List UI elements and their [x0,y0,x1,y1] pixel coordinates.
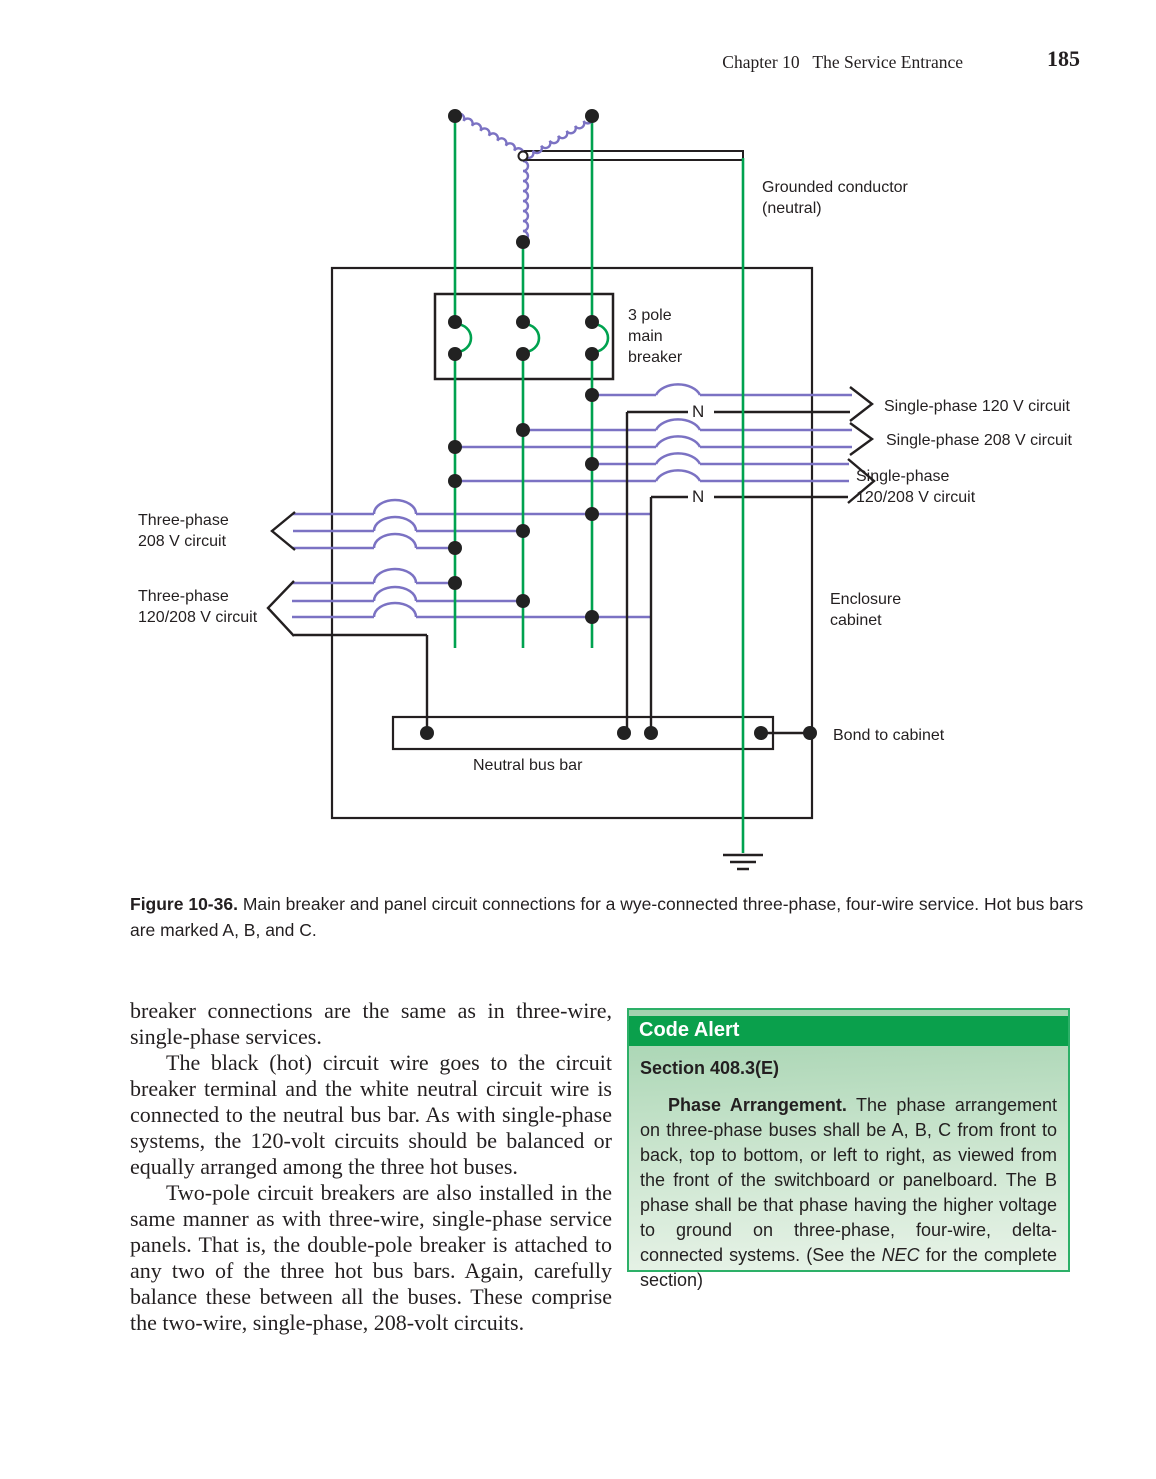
neutral-bus-bar [391,715,775,751]
label-single-phase-120-208: Single-phase 120/208 V circuit [856,468,976,506]
figure-caption: Figure 10-36. Main breaker and panel cir… [130,891,1088,943]
code-alert-title: Code Alert [629,1016,1068,1046]
neutral-top-bar [522,150,744,161]
chapter-running-head: Chapter 10 The Service Entrance [722,52,963,72]
label-neutral-n2: N [692,487,705,506]
branch-circuit-wires [292,383,852,619]
body-text-column: breaker connections are the same as in t… [130,998,612,1336]
label-neutral-n1: N [692,402,705,421]
chevron-208v [849,422,875,456]
connection-dots [420,109,817,740]
code-alert-body: Section 408.3(E) Phase Arrangement. The … [629,1046,1068,1293]
wiring-diagram-svg [266,109,876,871]
nec-reference: NEC [881,1245,920,1265]
chevron-120v [849,386,874,422]
chevron-120-208v [847,458,876,504]
label-single-phase-208: Single-phase 208 V circuit [886,432,1072,449]
wye-transformer-coils [453,112,594,243]
label-bond-to-cabinet: Bond to cabinet [833,727,945,744]
label-neutral-bus-bar: Neutral bus bar [473,757,583,774]
body-paragraph: Two-pole circuit breakers are also insta… [130,1180,612,1335]
code-alert-text: for the complete section) [640,1245,1057,1290]
breaker-pole-arc-a [455,322,473,354]
label-three-phase-208: Three-phase 208 V circuit [138,512,229,550]
chevron-3ph-120-208v [266,580,295,637]
code-alert-box: Code Alert Section 408.3(E) Phase Arrang… [627,1008,1070,1290]
enclosure-cabinet-outline [330,266,814,820]
body-paragraph: breaker connections are the same as in t… [130,998,612,1049]
figure-caption-number: Figure 10-36. [130,894,238,914]
figure-10-36-diagram: Grounded conductor (neutral) 3 pole main… [138,109,1072,871]
label-main-breaker: 3 pole main breaker [628,307,683,366]
code-alert-text: The phase arrangement on three-phase bus… [640,1095,1057,1265]
ground-symbol [723,853,763,871]
neutral-wires-and-markers [266,386,876,871]
body-paragraph: The black (hot) circuit wire goes to the… [130,1050,612,1179]
breaker-pole-arc-b [523,322,541,354]
wye-center-junction [517,150,529,162]
code-alert-section: Section 408.3(E) [640,1058,780,1078]
label-three-phase-120-208: Three-phase 120/208 V circuit [138,588,258,626]
code-alert-lead: Phase Arrangement. [668,1095,847,1115]
breaker-pole-arc-c [592,322,610,354]
chevron-3ph-208v [270,511,296,551]
page-number: 185 [1047,46,1080,71]
figure-caption-text: Main breaker and panel circuit connectio… [130,894,1084,940]
code-alert-paragraph: Phase Arrangement. The phase arrangement… [640,1093,1057,1293]
label-grounded-conductor: Grounded conductor (neutral) [762,179,908,217]
label-single-phase-120: Single-phase 120 V circuit [884,398,1070,415]
label-enclosure-cabinet: Enclosure cabinet [830,591,902,629]
